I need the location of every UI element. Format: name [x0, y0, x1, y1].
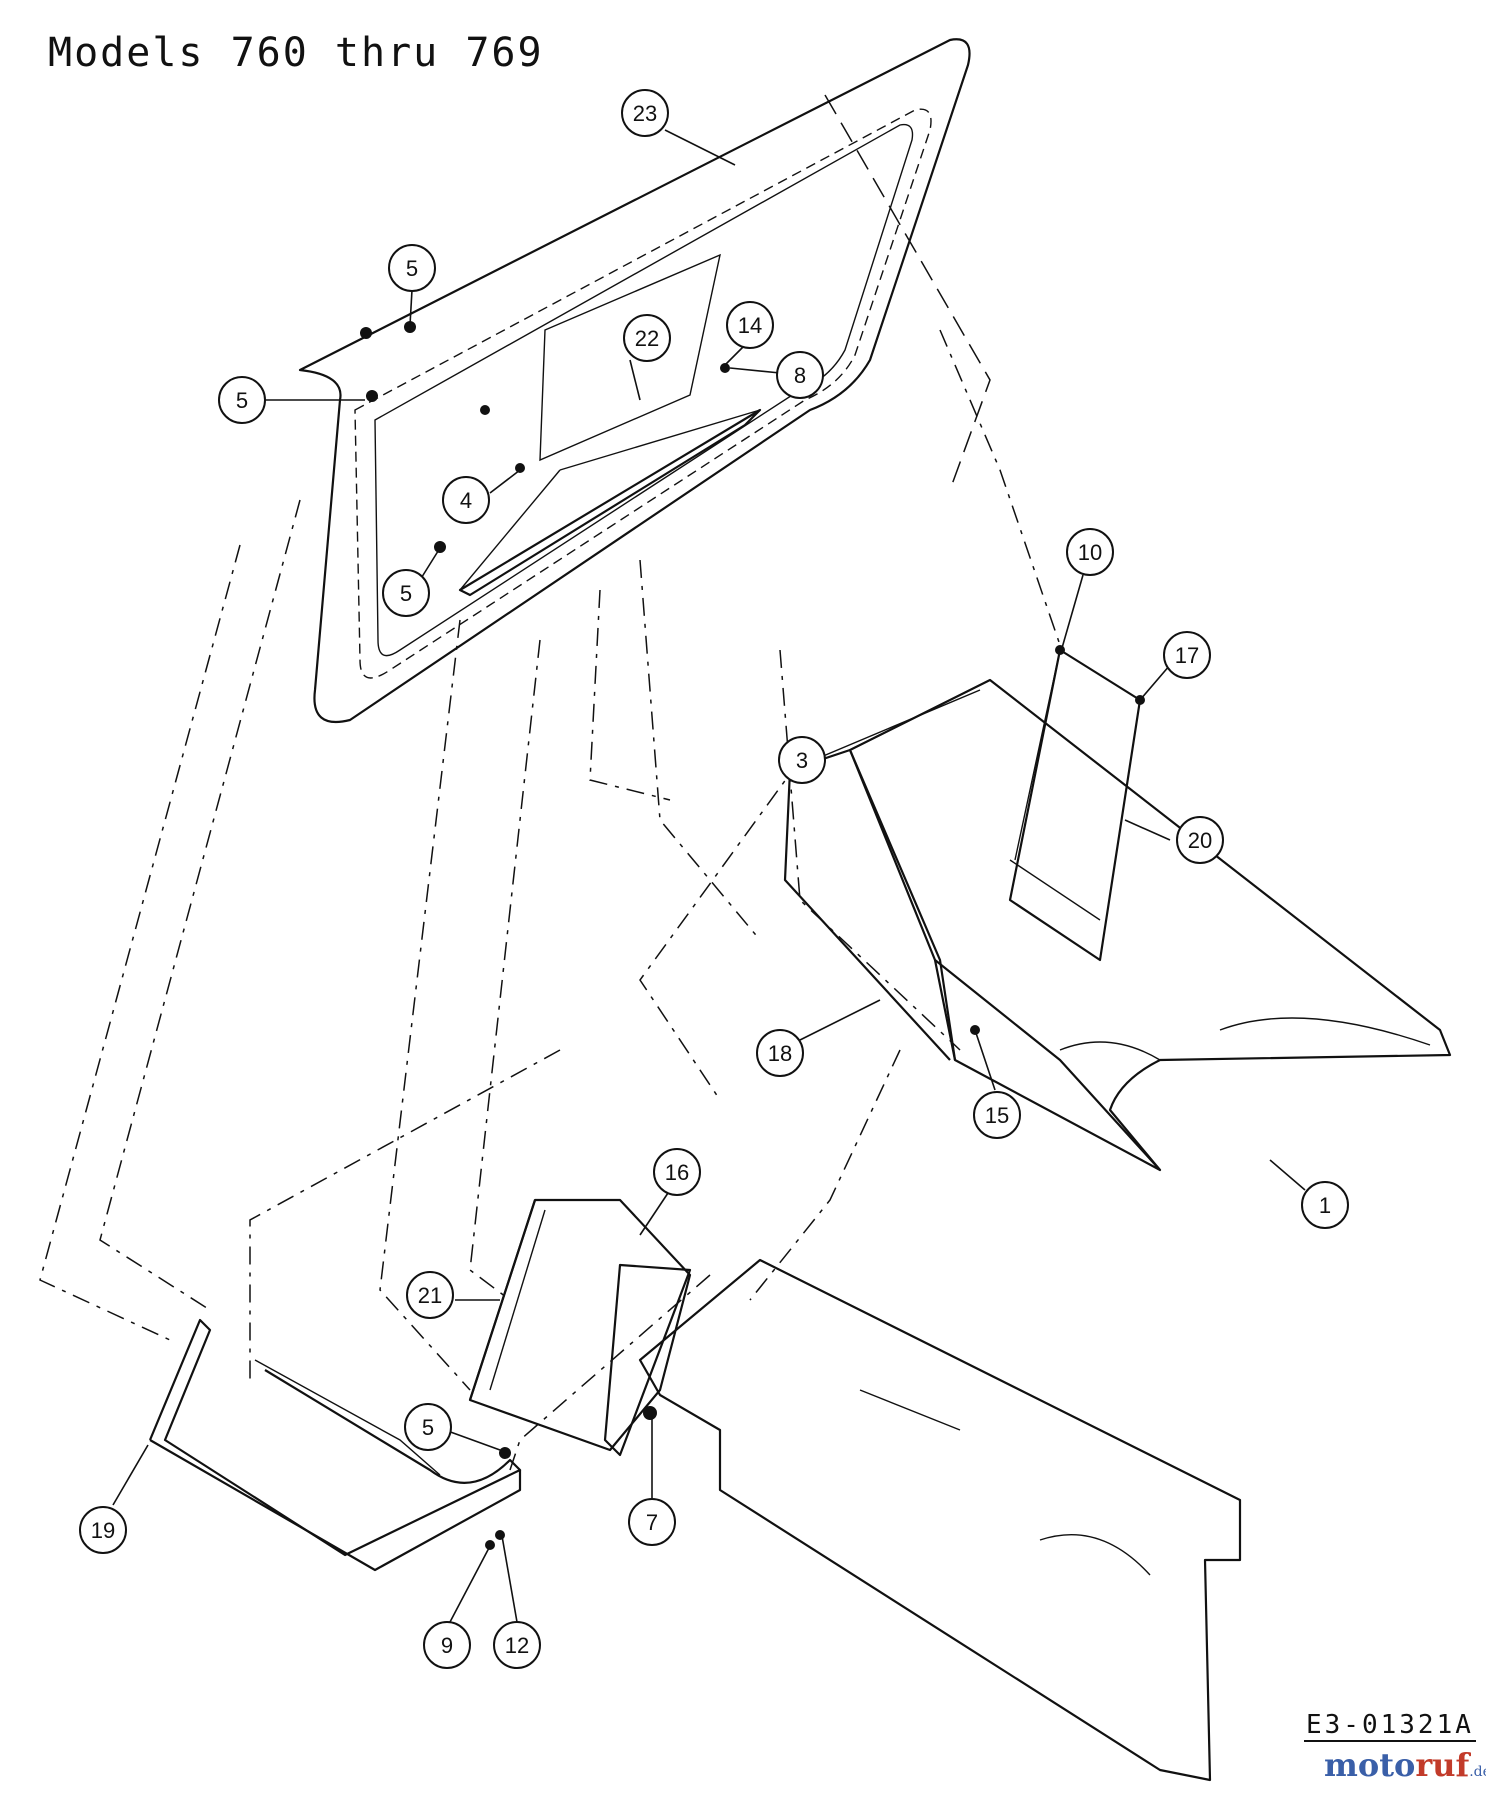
callout-5c: 5	[382, 569, 430, 617]
callout-3-label: 3	[796, 748, 808, 773]
callout-5b-label: 5	[236, 388, 248, 413]
callout-15-label: 15	[985, 1103, 1009, 1128]
callout-18-label: 18	[768, 1041, 792, 1066]
watermark-part1: moto	[1324, 1746, 1416, 1784]
callout-22-label: 22	[635, 326, 659, 351]
callout-5a: 5	[388, 244, 436, 292]
watermark-logo: motoruf.de	[1324, 1746, 1486, 1784]
callout-17: 17	[1163, 631, 1211, 679]
diagram-title: Models 760 thru 769	[48, 30, 544, 76]
callout-17-label: 17	[1175, 643, 1199, 668]
callout-21: 21	[406, 1271, 454, 1319]
callout-12-label: 12	[505, 1633, 529, 1658]
callout-23-label: 23	[633, 101, 657, 126]
part-19-left-bracket	[148, 1318, 522, 1572]
callout-leaders	[112, 129, 1306, 1623]
assembly-lines	[39, 94, 1061, 1471]
callout-9: 9	[423, 1621, 471, 1669]
callout-14: 14	[726, 301, 774, 349]
callout-1: 1	[1301, 1181, 1349, 1229]
callout-19: 19	[79, 1506, 127, 1554]
watermark-part2: ruf	[1415, 1746, 1470, 1784]
callout-19-label: 19	[91, 1518, 115, 1543]
callout-5b: 5	[218, 376, 266, 424]
callout-14-label: 14	[738, 313, 762, 338]
callout-7-label: 7	[646, 1510, 658, 1535]
callout-12: 12	[493, 1621, 541, 1669]
part-1-lower-shroud	[848, 678, 1452, 1172]
drawing-code: E3-01321A	[1304, 1710, 1476, 1742]
callout-8-label: 8	[794, 363, 806, 388]
callout-7: 7	[628, 1498, 676, 1546]
callout-18: 18	[756, 1029, 804, 1077]
callout-10: 10	[1066, 528, 1114, 576]
callout-5c-label: 5	[400, 581, 412, 606]
callout-22: 22	[623, 314, 671, 362]
callout-4-label: 4	[460, 488, 472, 513]
callout-5d: 5	[404, 1403, 452, 1451]
callout-1-label: 1	[1319, 1193, 1331, 1218]
callout-8: 8	[776, 351, 824, 399]
main-frame-rail	[638, 1258, 1242, 1782]
callout-5d-label: 5	[422, 1415, 434, 1440]
callout-20-label: 20	[1188, 828, 1212, 853]
callout-15: 15	[973, 1091, 1021, 1139]
callout-16: 16	[653, 1148, 701, 1196]
part-21-plate	[468, 1198, 692, 1452]
callout-5a-label: 5	[406, 256, 418, 281]
callout-3: 3	[778, 736, 826, 784]
callout-9-label: 9	[441, 1633, 453, 1658]
callout-16-label: 16	[665, 1160, 689, 1185]
callout-21-label: 21	[418, 1283, 442, 1308]
callout-4: 4	[442, 476, 490, 524]
callout-20: 20	[1176, 816, 1224, 864]
part-16-bracket	[603, 1263, 692, 1457]
callout-10-label: 10	[1078, 540, 1102, 565]
part-20-bracket	[1008, 648, 1142, 962]
watermark-suffix: .de	[1469, 1764, 1486, 1780]
callout-23: 23	[621, 89, 669, 137]
part-23-panel-frame	[298, 38, 971, 724]
